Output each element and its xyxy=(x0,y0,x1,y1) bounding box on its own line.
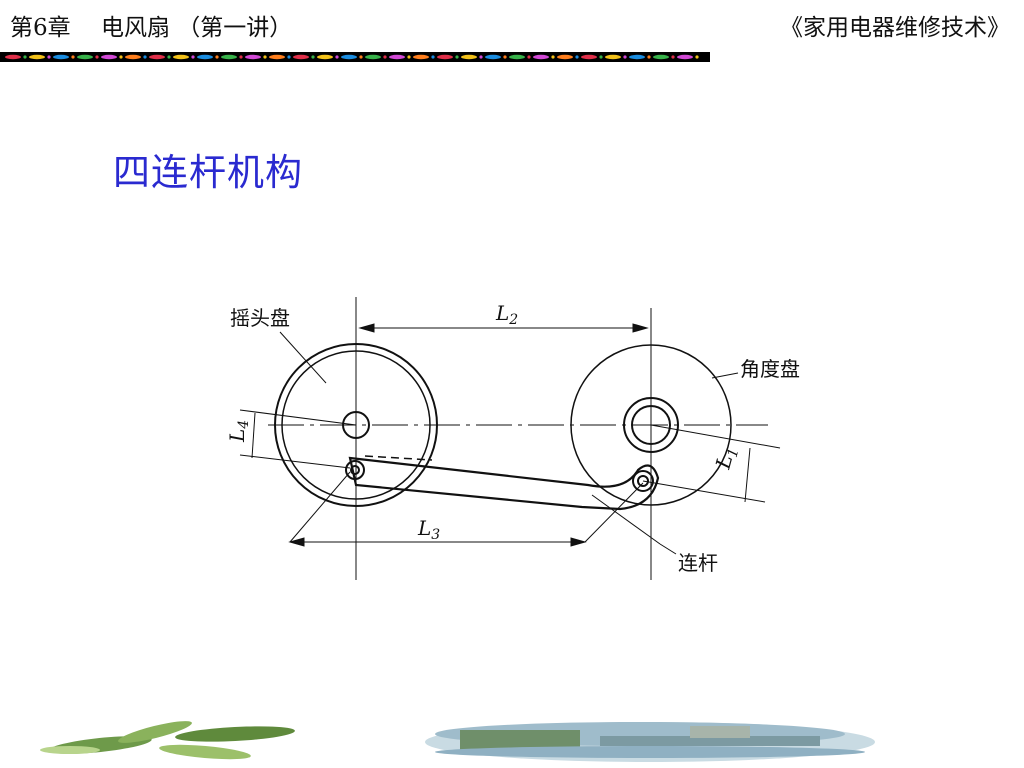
angle-disc-label: 角度盘 xyxy=(740,357,800,381)
dimension-l3: L3 xyxy=(417,516,440,543)
angle-pin xyxy=(632,470,654,492)
dimension-l4: L4 xyxy=(225,420,252,443)
dimension-l2: L2 xyxy=(495,301,518,328)
leaf-decoration xyxy=(40,721,295,760)
landscape-decoration xyxy=(425,722,875,762)
four-bar-linkage-diagram: 摇头盘 角度盘 连杆 L2 L3 L4 L1 xyxy=(225,297,800,580)
slide-title: 四连杆机构 xyxy=(113,151,303,194)
link-rod-label: 连杆 xyxy=(678,551,718,575)
rocker-disc-label: 摇头盘 xyxy=(230,306,290,330)
book-title: 《家用电器维修技术》 xyxy=(780,15,1010,41)
chapter-header: 第6章 电风扇 （第一讲） xyxy=(10,15,293,41)
decorative-footer xyxy=(40,721,875,762)
dimension-l1: L1 xyxy=(710,444,742,473)
decorative-header-rule xyxy=(0,52,710,62)
link-rod xyxy=(348,456,660,511)
